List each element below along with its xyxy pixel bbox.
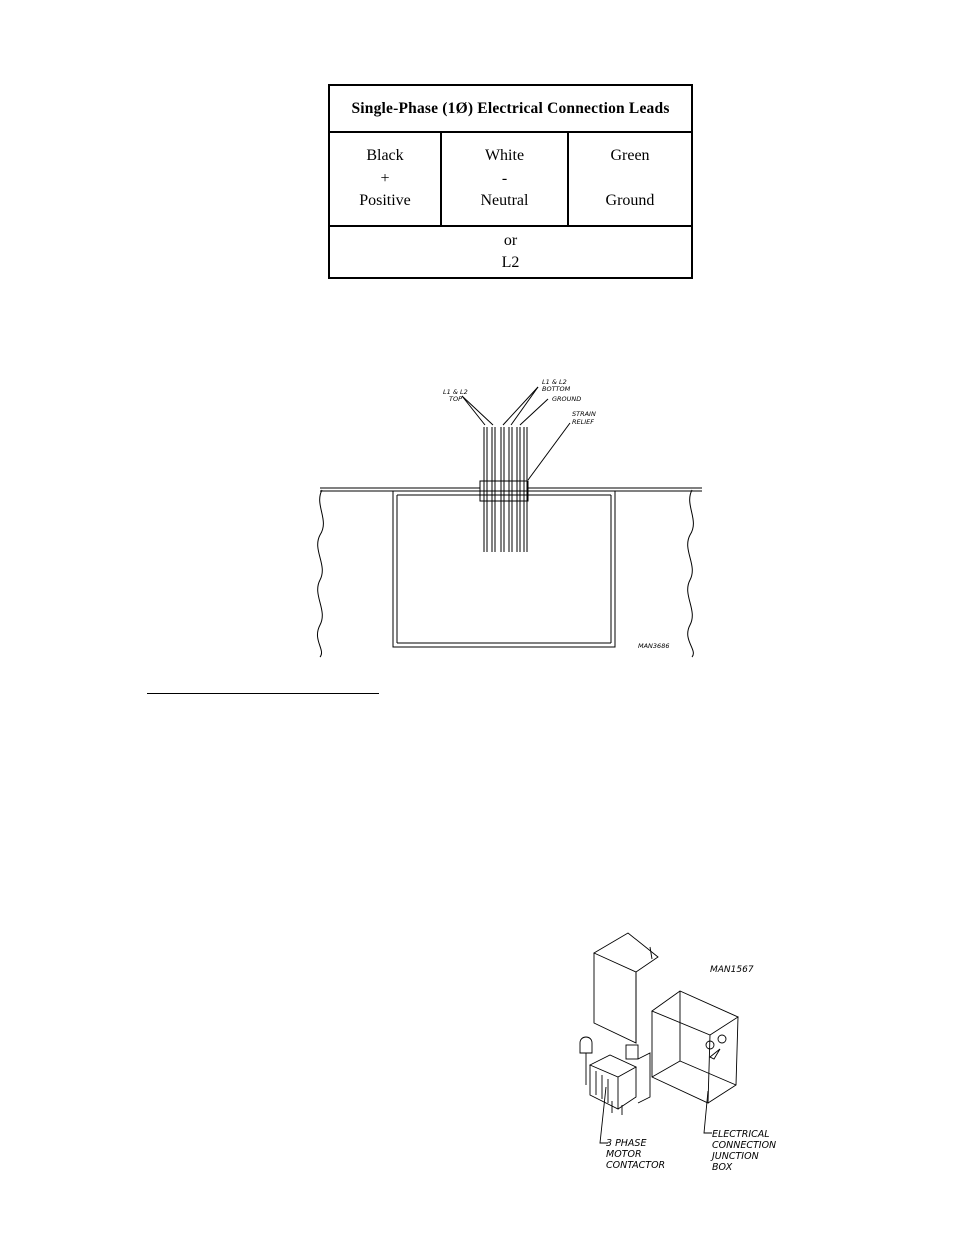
lead-cell-white: White - Neutral: [440, 131, 569, 227]
footer-line-1: or: [503, 231, 518, 249]
lead-role: Neutral: [480, 192, 529, 210]
lead-color: Black: [366, 147, 404, 165]
lead-color: Green: [610, 147, 650, 165]
lead-cell-green: Green Ground: [567, 131, 693, 227]
lead-wiring-diagram: L1 & L2 TOP L1 & L2 BOTTOM GROUND STRAIN…: [316, 378, 702, 658]
label-junction: JUNCTION: [710, 1151, 759, 1162]
label-relief: RELIEF: [572, 418, 594, 426]
label-electrical: ELECTRICAL: [712, 1129, 770, 1140]
label-ground: GROUND: [552, 395, 581, 403]
label-l1-l2-bottom: L1 & L2: [542, 378, 567, 386]
label-contactor: CONTACTOR: [606, 1160, 665, 1171]
label-box: BOX: [712, 1162, 733, 1173]
label-connection: CONNECTION: [712, 1140, 776, 1151]
figure-id-man1567: MAN1567: [710, 965, 754, 975]
label-bottom: BOTTOM: [542, 385, 571, 393]
lead-cell-black: Black + Positive: [328, 131, 442, 227]
lead-role: Positive: [359, 192, 411, 210]
lead-table-title: Single-Phase (1Ø) Electrical Connection …: [328, 84, 693, 133]
label-3-phase: 3 PHASE: [606, 1138, 646, 1149]
label-top: TOP: [449, 395, 462, 403]
figure-id-man3686: MAN3686: [638, 642, 669, 650]
lead-color: White: [484, 147, 525, 165]
lead-table-header-row: Single-Phase (1Ø) Electrical Connection …: [328, 84, 693, 133]
section-rule: [147, 693, 379, 694]
footer-line-2: L2: [501, 254, 520, 271]
lead-table-row: Black + Positive White - Neutral Green G…: [328, 131, 693, 227]
label-motor: MOTOR: [606, 1149, 642, 1160]
lead-table-footer-row: or L2: [328, 225, 693, 279]
label-l1-l2-top: L1 & L2: [443, 388, 468, 396]
lead-symbol: [569, 168, 691, 191]
junction-box-diagram: MAN1567 3 PHASE MOTOR CONTACTOR ELECTRIC…: [579, 932, 776, 1173]
lead-table-footer: or L2: [328, 225, 693, 279]
lead-symbol: -: [501, 169, 508, 187]
label-strain: STRAIN: [572, 410, 596, 418]
lead-role: Ground: [605, 192, 655, 210]
lead-table: Single-Phase (1Ø) Electrical Connection …: [328, 84, 693, 279]
lead-symbol: +: [380, 169, 390, 187]
